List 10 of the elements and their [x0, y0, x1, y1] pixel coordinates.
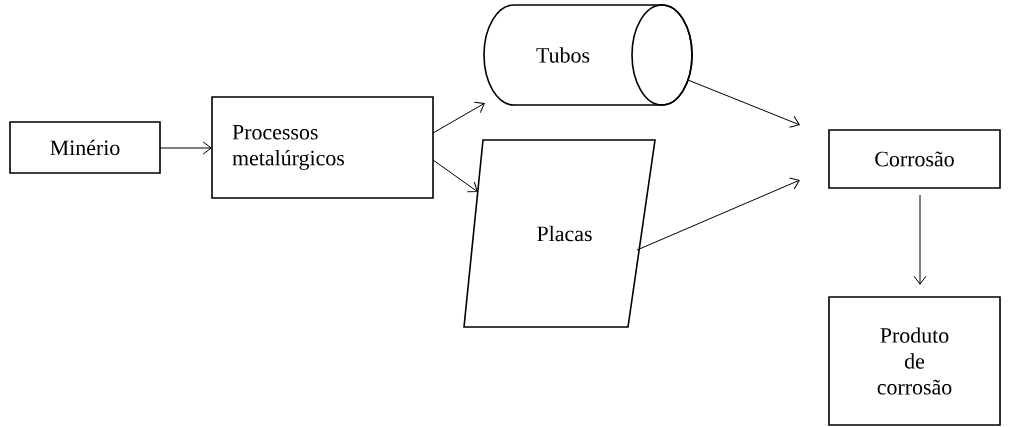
arrow — [913, 194, 927, 285]
arrow — [432, 159, 478, 193]
arrow — [159, 141, 212, 155]
arrow — [636, 177, 800, 251]
process-box: Minério — [9, 121, 161, 174]
process-box: Produto de corrosão — [828, 296, 1001, 426]
arrow — [432, 101, 485, 134]
process-box: Processos metalúrgicos — [211, 96, 434, 199]
arrow — [687, 79, 800, 128]
process-box: Corrosão — [828, 129, 1001, 189]
